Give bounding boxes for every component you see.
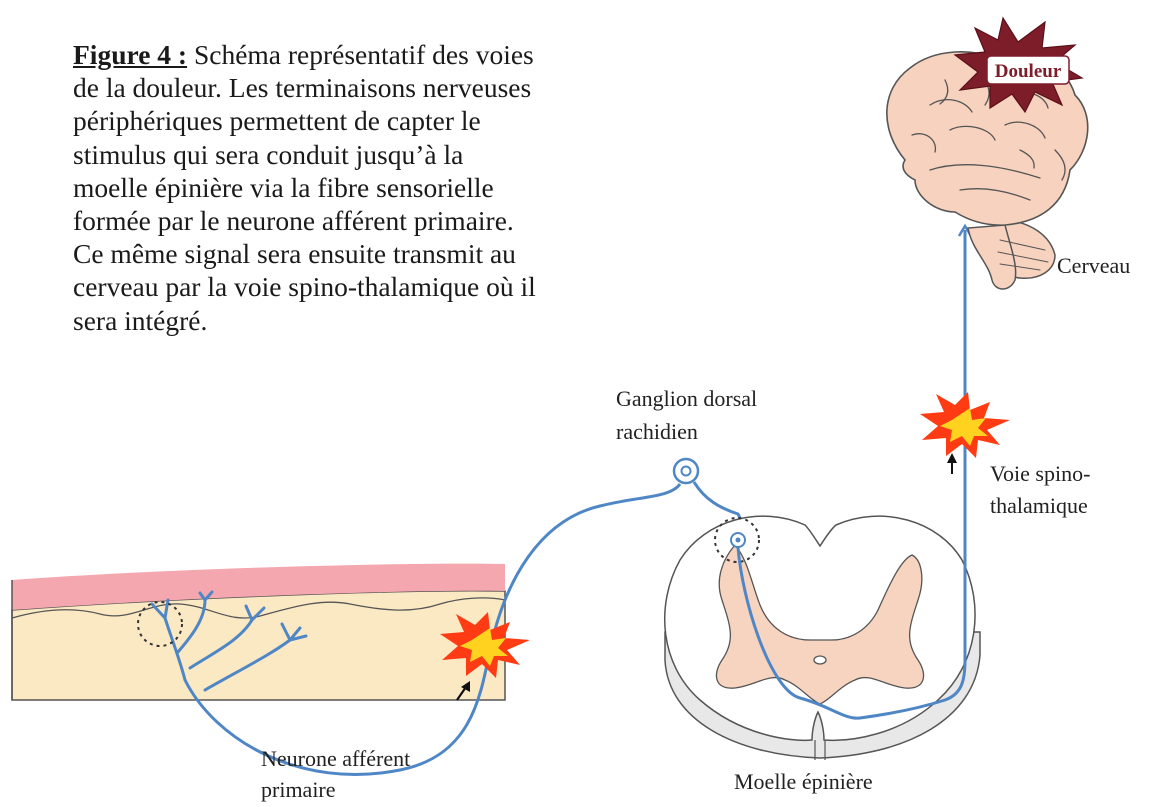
brain-label: Cerveau xyxy=(1057,252,1130,279)
neuron-label-line1: Neurone afférent xyxy=(261,745,410,772)
second-order-neuron-body xyxy=(731,533,745,547)
skin-section xyxy=(12,564,505,700)
ganglion-label-line1: Ganglion dorsal xyxy=(616,385,757,412)
dorsal-root-ganglion xyxy=(674,459,698,483)
ganglion-label-line2: rachidien xyxy=(616,418,698,445)
spinal-cord-outline xyxy=(665,516,975,740)
neuron-label-line2: primaire xyxy=(261,776,336,803)
pain-badge-text: Douleur xyxy=(995,61,1062,82)
central-canal xyxy=(814,656,826,664)
tract-label-line2: thalamique xyxy=(990,492,1088,519)
tract-label-line1: Voie spino- xyxy=(990,460,1090,487)
spinal-cord-section xyxy=(665,516,980,760)
propagation-arrow-tract xyxy=(947,453,957,474)
spinal-cord-label: Moelle épinière xyxy=(734,768,873,795)
